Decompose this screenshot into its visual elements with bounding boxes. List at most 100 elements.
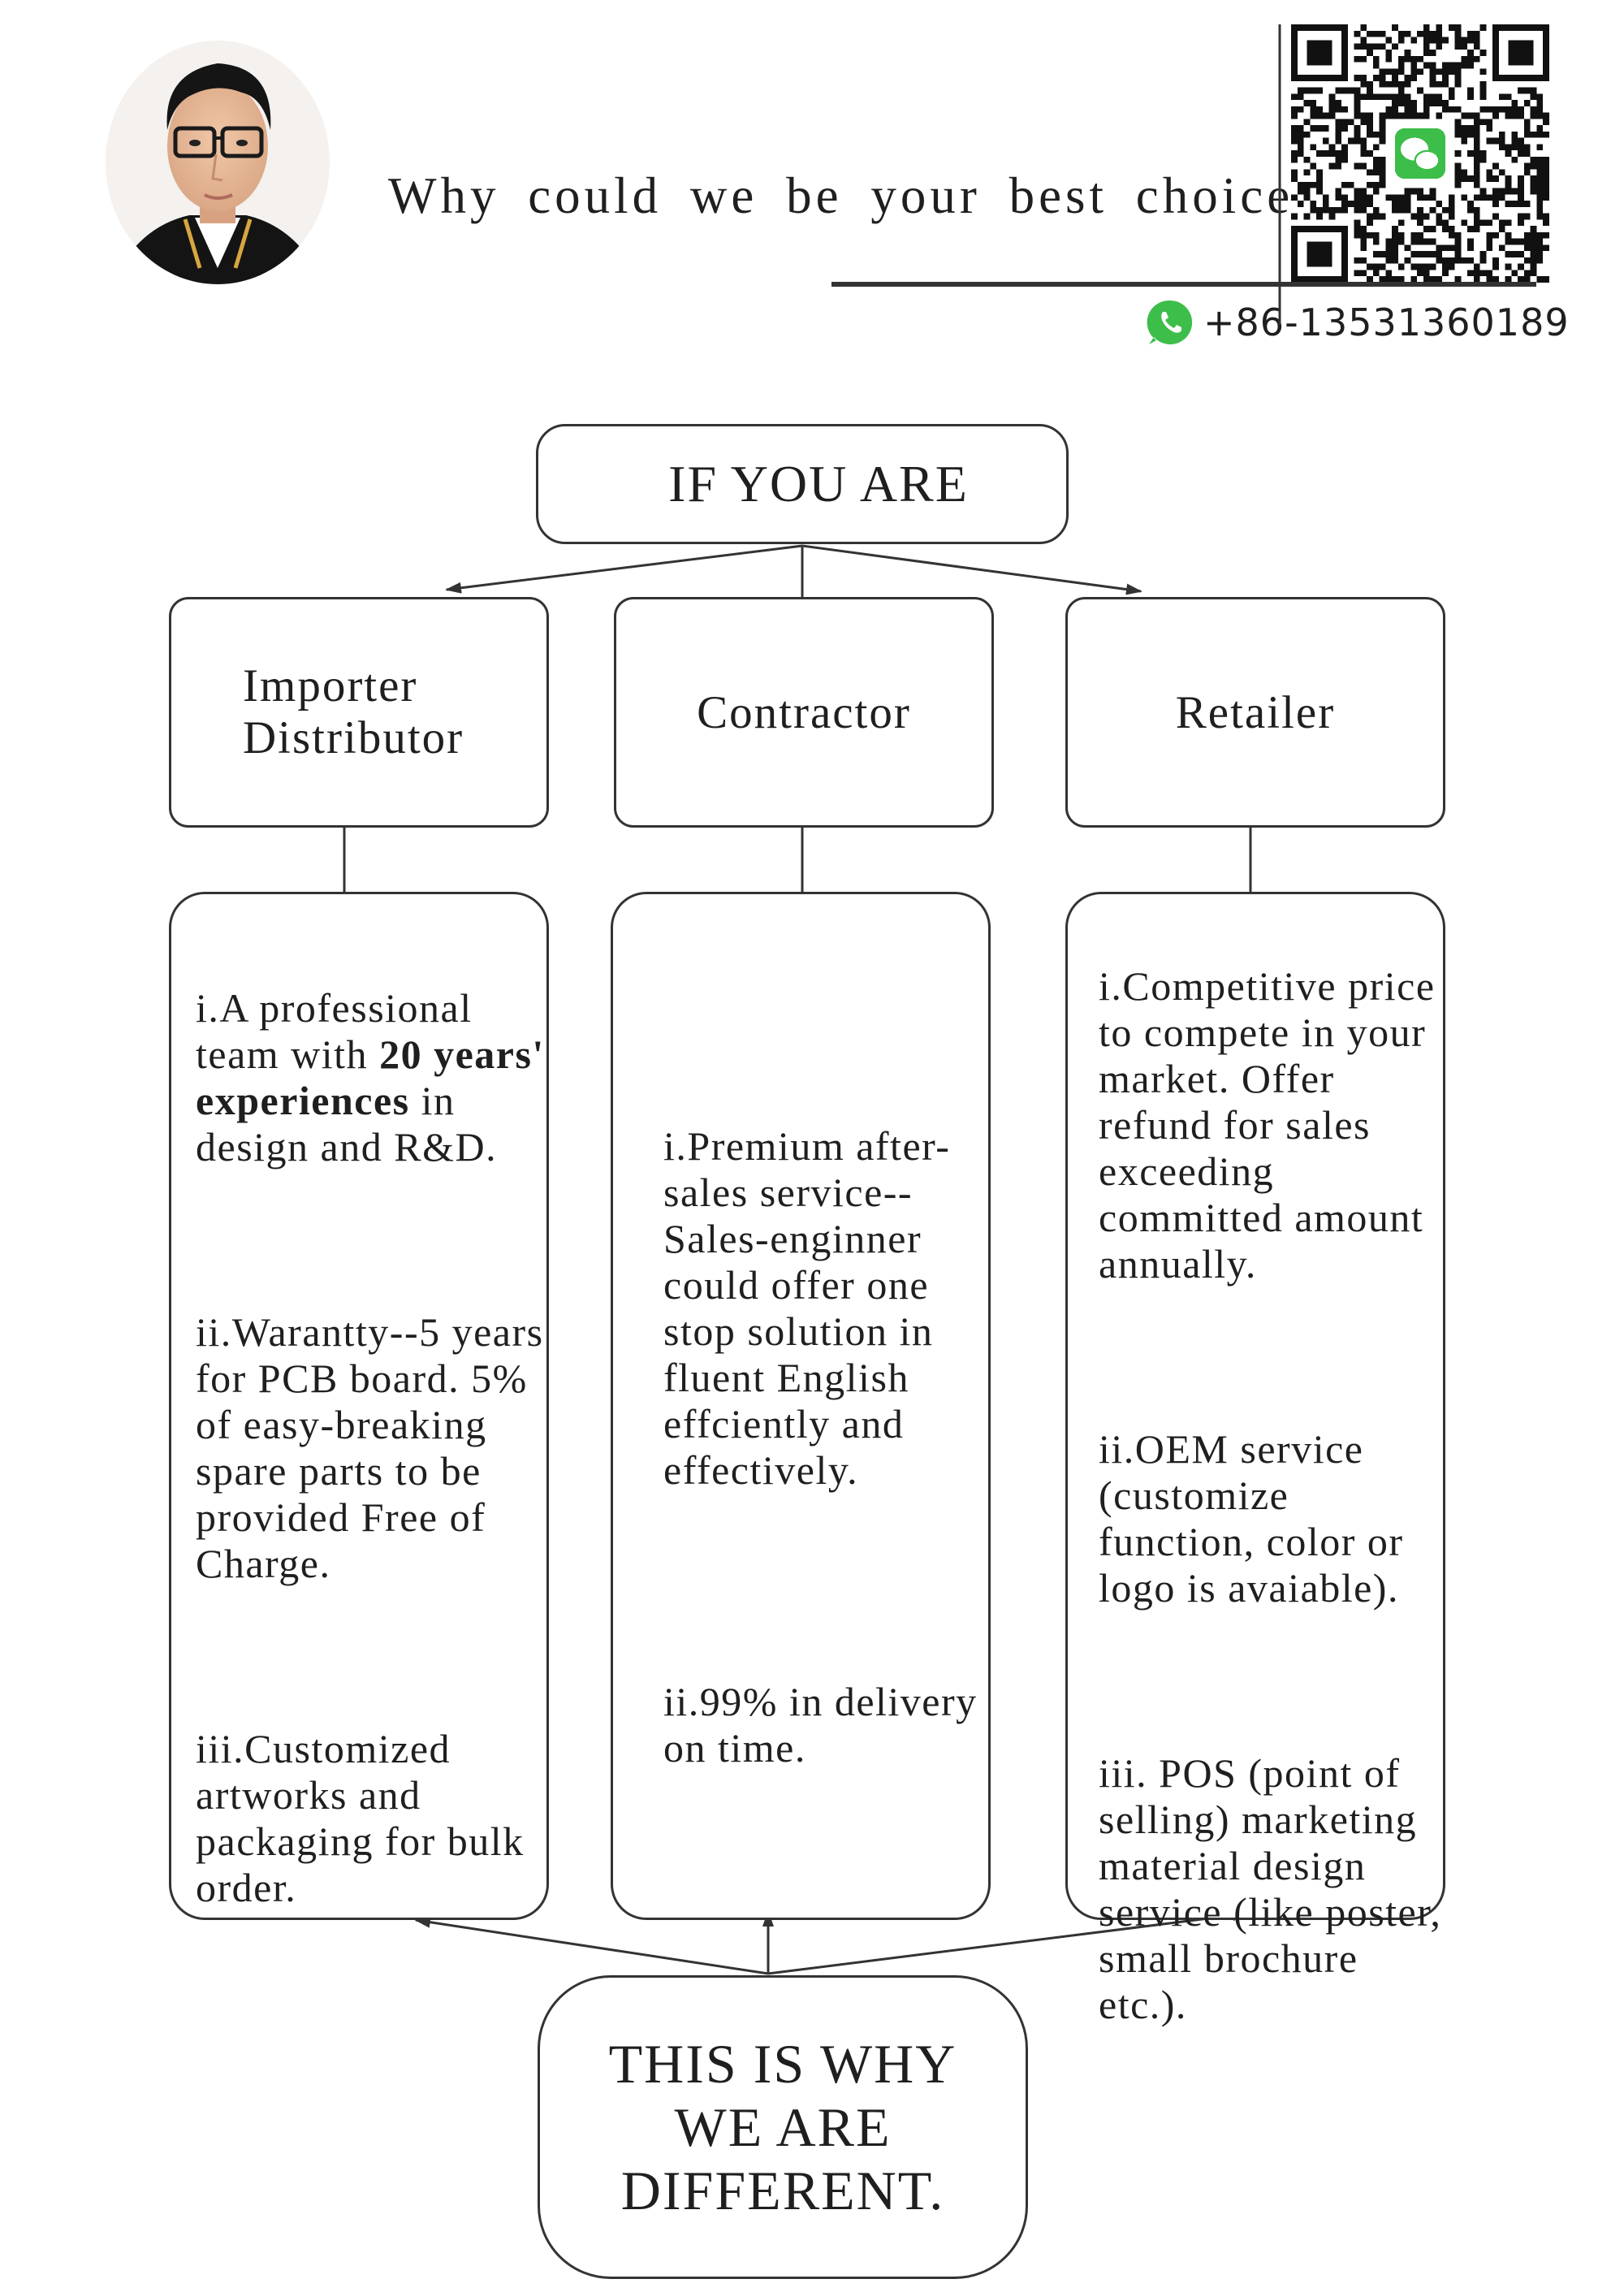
qr-module xyxy=(1461,257,1468,264)
qr-module xyxy=(1536,244,1544,252)
qr-module xyxy=(1354,87,1361,94)
qr-module xyxy=(1436,219,1443,227)
qr-module xyxy=(1372,251,1380,257)
qr-module xyxy=(1404,55,1411,63)
qr-module xyxy=(1372,231,1380,239)
qr-module xyxy=(1341,150,1348,157)
category-retailer: Retailer xyxy=(1065,597,1445,828)
qr-module xyxy=(1536,169,1544,176)
qr-module xyxy=(1523,162,1531,170)
qr-module xyxy=(1397,55,1405,63)
qr-module xyxy=(1473,125,1480,132)
qr-module xyxy=(1385,55,1393,63)
qr-module xyxy=(1385,50,1393,56)
qr-module xyxy=(1436,244,1443,252)
qr-module xyxy=(1291,93,1298,101)
qr-module xyxy=(1479,119,1487,126)
qr-module xyxy=(1360,24,1367,31)
qr-module xyxy=(1454,169,1462,176)
qr-module xyxy=(1328,106,1336,113)
qr-module xyxy=(1523,231,1531,239)
details-retailer: i.Competitive price to compete in your m… xyxy=(1065,892,1445,2027)
qr-module xyxy=(1518,263,1524,270)
qr-module xyxy=(1354,188,1361,195)
qr-module xyxy=(1492,276,1499,283)
why-line-3: DIFFERENT. xyxy=(620,2160,945,2221)
qr-module xyxy=(1397,219,1405,227)
qr-module xyxy=(1442,226,1449,232)
qr-module xyxy=(1467,201,1474,207)
qr-module xyxy=(1360,162,1367,170)
qr-module xyxy=(1410,188,1418,195)
qr-module xyxy=(1372,188,1380,195)
qr-module xyxy=(1436,80,1443,88)
qr-module xyxy=(1335,119,1342,126)
wechat-qr-code[interactable] xyxy=(1291,24,1549,283)
qr-module xyxy=(1397,93,1405,101)
qr-module xyxy=(1360,238,1367,245)
qr-module xyxy=(1322,150,1329,157)
qr-module xyxy=(1397,62,1405,69)
qr-module xyxy=(1404,201,1411,207)
qr-module xyxy=(1498,219,1505,227)
qr-module xyxy=(1397,30,1405,37)
contractor-point-1: i.Premium after-sales service--Sales-eng… xyxy=(663,1123,951,1493)
whatsapp-icon xyxy=(1147,300,1193,344)
qr-module xyxy=(1379,181,1386,188)
qr-module xyxy=(1360,226,1367,232)
qr-module xyxy=(1392,201,1398,207)
qr-module xyxy=(1354,93,1361,101)
qr-module xyxy=(1473,119,1480,126)
qr-module xyxy=(1385,93,1393,101)
qr-module xyxy=(1404,112,1411,119)
qr-module xyxy=(1473,206,1480,214)
qr-module xyxy=(1392,206,1398,214)
qr-module xyxy=(1530,188,1537,195)
qr-module xyxy=(1486,137,1493,145)
qr-module xyxy=(1379,169,1386,176)
qr-module xyxy=(1486,125,1493,132)
qr-module xyxy=(1448,226,1455,232)
qr-module xyxy=(1303,213,1311,220)
qr-module xyxy=(1341,119,1348,126)
qr-module xyxy=(1354,30,1361,37)
qr-module xyxy=(1379,112,1386,119)
qr-module xyxy=(1461,62,1468,69)
qr-module xyxy=(1316,87,1323,94)
headline: Why could we be your best choice? xyxy=(388,167,1321,224)
qr-module xyxy=(1397,194,1405,201)
qr-module xyxy=(1454,276,1462,283)
qr-module xyxy=(1310,100,1317,106)
qr-module xyxy=(1473,112,1480,119)
qr-module xyxy=(1354,162,1361,170)
qr-module xyxy=(1461,219,1468,227)
qr-module xyxy=(1473,131,1480,138)
qr-module xyxy=(1379,75,1386,81)
qr-module xyxy=(1523,213,1531,220)
qr-module xyxy=(1536,156,1544,163)
qr-module xyxy=(1461,169,1468,176)
qr-module xyxy=(1360,75,1367,81)
qr-module xyxy=(1454,80,1462,88)
qr-module xyxy=(1467,206,1474,214)
qr-module xyxy=(1322,112,1329,119)
qr-module xyxy=(1385,244,1393,252)
qr-module xyxy=(1310,125,1317,132)
qr-module xyxy=(1442,62,1449,69)
qr-module xyxy=(1530,162,1537,170)
qr-module xyxy=(1473,37,1480,44)
qr-module xyxy=(1511,188,1518,195)
qr-module xyxy=(1511,270,1518,277)
qr-module xyxy=(1367,213,1373,220)
qr-module xyxy=(1442,37,1449,44)
qr-module xyxy=(1354,219,1361,227)
qr-module xyxy=(1454,119,1462,126)
phone-contact[interactable]: +86-13531360189 xyxy=(1145,294,1570,351)
qr-module xyxy=(1543,213,1549,220)
qr-module xyxy=(1473,137,1480,145)
qr-module xyxy=(1410,263,1418,270)
qr-module xyxy=(1454,231,1462,239)
qr-module xyxy=(1385,257,1393,264)
qr-module xyxy=(1530,87,1537,94)
qr-module xyxy=(1505,238,1512,245)
